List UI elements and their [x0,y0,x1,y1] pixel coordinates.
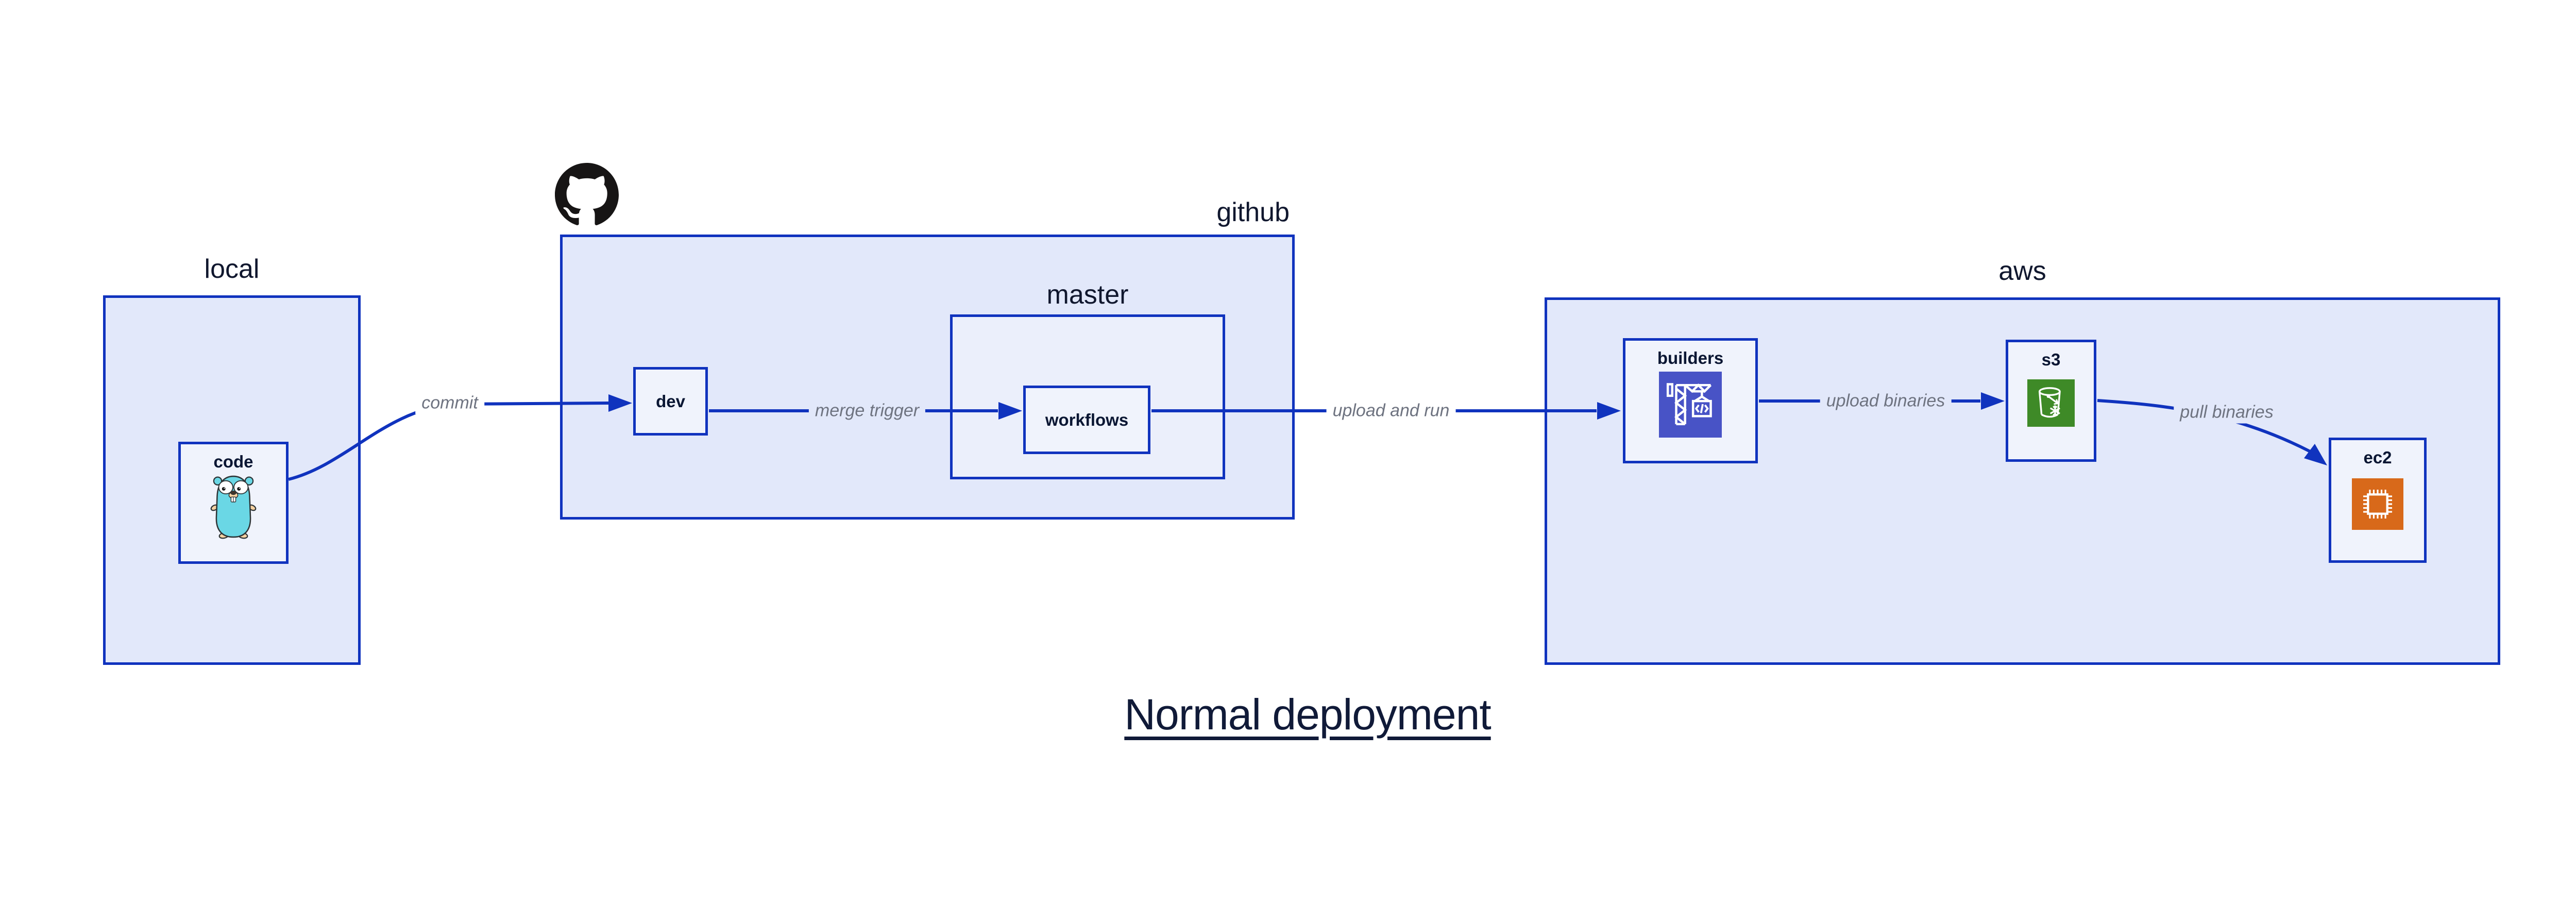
go-gopher-icon [210,474,257,539]
ec2-chip-icon [2352,478,2403,530]
node-workflows: workflows [1023,386,1150,454]
octocat-icon [555,163,619,227]
arrowhead-pull-binaries [2304,444,2327,465]
container-label-github: github [1216,197,1290,227]
diagram-title: Normal deployment [1124,690,1491,739]
edge-label-upload-binaries: upload binaries [1820,390,1952,412]
arrowhead-upload-and-run [1597,402,1621,420]
edge-label-commit: commit [415,392,484,414]
node-builders: builders [1623,338,1758,463]
node-label-ec2: ec2 [2363,448,2392,467]
node-label-dev: dev [656,391,685,411]
s3-bucket-icon [2027,379,2075,427]
codebuild-crane-icon [1659,372,1722,438]
arrowhead-commit [608,394,632,412]
edge-label-upload-and-run: upload and run [1326,399,1456,422]
node-ec2: ec2 [2329,438,2427,563]
container-label-aws: aws [1998,256,2046,286]
node-label-code: code [213,452,253,471]
edge-commit [288,402,609,481]
node-label-workflows: workflows [1045,410,1129,429]
edge-label-merge-trigger: merge trigger [808,399,926,422]
container-label-master: master [1046,280,1129,310]
container-label-local: local [204,254,260,284]
node-code: code [178,442,289,564]
node-dev: dev [633,367,708,436]
edge-label-pull-binaries: pull binaries [2174,401,2280,424]
arrowhead-merge-trigger [998,402,1022,420]
node-label-builders: builders [1657,348,1724,368]
node-s3: s3 [2006,340,2096,462]
node-label-s3: s3 [2041,350,2061,369]
arrowhead-upload-binaries [1981,392,2005,410]
